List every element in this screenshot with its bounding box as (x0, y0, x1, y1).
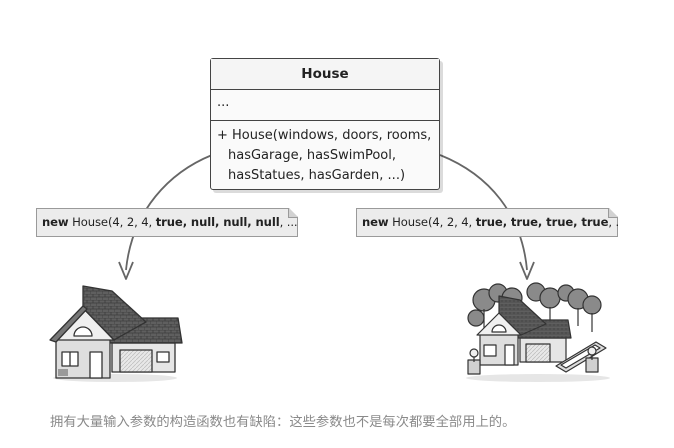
simple-house-illustration (49, 285, 183, 382)
arrow-right (439, 154, 528, 271)
call-prefix: House(4, 2, 4, (68, 215, 156, 229)
garden-trees (467, 282, 602, 332)
constructor-signature-line-3: hasStatues, hasGarden, ...) (228, 168, 406, 183)
constructor-signature-line-2: hasGarage, hasSwimPool, (228, 148, 397, 163)
constructor-signature-line-1: + House(windows, doors, rooms, (217, 128, 432, 143)
class-name: House (211, 59, 439, 90)
new-keyword: new (42, 215, 69, 229)
call-args: true, true, true, true (475, 215, 609, 229)
call-args: true, null, null, null (155, 215, 280, 229)
new-keyword: new (362, 215, 389, 229)
class-fields: ... (211, 90, 439, 121)
class-methods: + House(windows, doors, rooms, hasGarage… (211, 121, 439, 186)
code-note-simple-house: new House(4, 2, 4, true, null, null, nul… (36, 208, 298, 237)
call-suffix: , ...) (279, 215, 302, 229)
call-prefix: House(4, 2, 4, (388, 215, 476, 229)
statue-right (585, 346, 599, 373)
figure-caption: 拥有大量输入参数的构造函数也有缺陷：这些参数也不是每次都要全部用上的。 (50, 415, 516, 430)
arrowhead-left (118, 261, 134, 280)
house-class-box: House ... + House(windows, doors, rooms,… (210, 58, 440, 190)
arrowhead-right (519, 261, 535, 280)
code-note-full-house: new House(4, 2, 4, true, true, true, tru… (356, 208, 618, 237)
full-house-illustration (466, 282, 610, 382)
arrow-left (125, 154, 213, 271)
statue-left (467, 348, 481, 375)
